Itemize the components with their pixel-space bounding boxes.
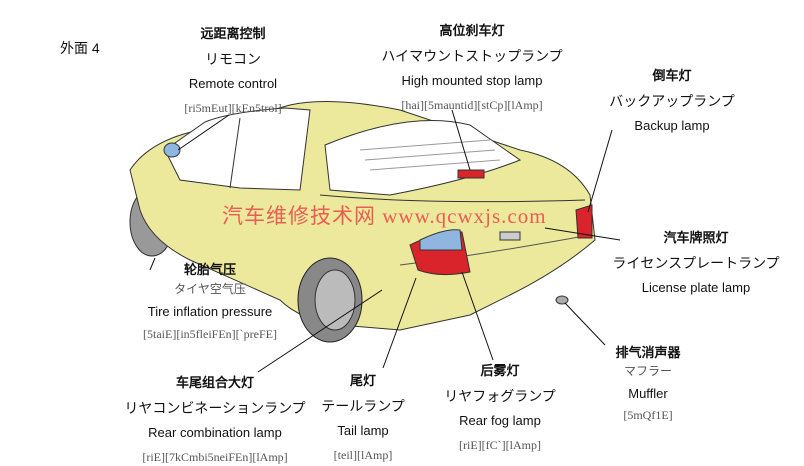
label-rear-combination-lamp: 车尾组合大灯 リヤコンビネーションランプ Rear combination la… [124,376,305,466]
label-jp: テールランプ [321,398,405,414]
label-phonetic: [ri5mEut][kEn5trol] [184,101,282,115]
label-zh: 汽车牌照灯 [663,230,729,245]
label-phonetic: [5mQf1E] [623,408,673,422]
label-jp: マフラー [623,364,673,378]
label-zh: 远距离控制 [200,26,266,41]
label-tire-inflation-pressure: 轮胎气压 タイヤ空气压 Tire inflation pressure [5ta… [143,263,277,353]
muffler-pipe [555,295,569,305]
label-backup-lamp: 倒车灯 バックアップランプ Backup lamp [609,69,735,144]
label-phonetic: [riE][fC`][lAmp] [459,438,541,452]
page-title: 外面 4 [60,40,100,56]
label-en: License plate lamp [641,280,751,295]
label-jp: バックアップランプ [609,93,735,109]
label-en: Backup lamp [634,118,710,133]
label-zh: 排气消声器 [615,345,681,360]
label-en: Tail lamp [337,423,389,438]
watermark: 汽车维修技术网 www.qcwxjs.com [222,204,547,228]
rear-window [324,120,522,196]
label-high-mounted-stop-lamp: 高位刹车灯 ハイマウントストップランプ High mounted stop la… [381,24,562,124]
label-muffler: 排气消声器 マフラー Muffler [5mQf1E] [615,346,680,434]
label-zh: 高位刹车灯 [439,23,505,38]
label-jp: リモコン [205,51,261,67]
label-tail-lamp: 尾灯 テールランプ Tail lamp [teil][lAmp] [321,374,405,466]
label-en: Muffler [628,386,668,401]
label-en: Rear combination lamp [148,425,282,440]
label-zh: 后雾灯 [480,363,520,378]
label-rear-fog-lamp: 后雾灯 リヤフォグランプ Rear fog lamp [riE][fC`][lA… [444,364,556,464]
label-zh: 车尾组合大灯 [175,375,254,390]
label-phonetic: [teil][lAmp] [333,448,393,462]
label-jp: ライセンスプレートランプ [612,255,780,271]
label-en: Tire inflation pressure [147,304,273,319]
label-en: Remote control [188,76,278,91]
label-zh: 倒车灯 [652,68,692,83]
label-jp: リヤフォグランプ [444,388,556,404]
label-phonetic: [riE][7kCmbi5neiFEn][lAmp] [142,450,288,464]
side-windows [164,107,311,191]
license-plate-area [499,231,521,241]
label-license-plate-lamp: 汽车牌照灯 ライセンスプレートランプ License plate lamp [612,231,779,306]
label-jp: ハイマウントストップランプ [381,48,563,64]
label-phonetic: [hai][5mauntid][stCp][lAmp] [401,98,543,112]
high-mount-stop-lamp [457,169,485,179]
right-tail-lamp [575,204,593,239]
label-en: High mounted stop lamp [401,73,543,88]
label-zh: 尾灯 [349,373,376,388]
label-en: Rear fog lamp [459,413,541,428]
label-remote-control: 远距离控制 リモコン Remote control [ri5mEut][kEn5… [184,27,281,127]
label-phonetic: [5taiE][in5fleiFEn][`preFE] [143,327,277,341]
label-jp: リヤコンビネーションランプ [124,400,306,416]
label-jp: タイヤ空气压 [174,282,246,296]
label-zh: 轮胎气压 [183,262,237,277]
